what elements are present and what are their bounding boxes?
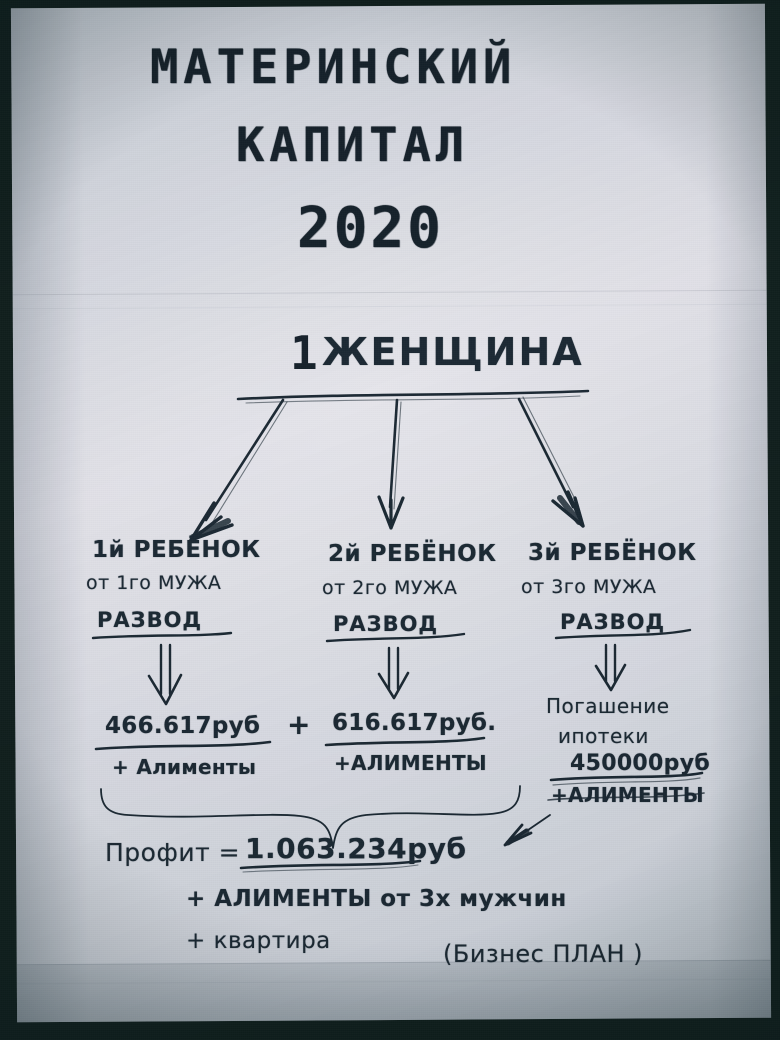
profit-label: Профит = (105, 838, 241, 867)
branch-3-child: 3й РЕБЁНОК (528, 540, 697, 566)
title-line-1: МАТЕРИНСКИЙ (150, 40, 517, 95)
paper-left-shadow (10, 7, 90, 1023)
branch-2-payout: 616.617руб. (332, 710, 497, 736)
branch-2-child: 2й РЕБЁНОК (328, 541, 497, 567)
branch-3-event: РАЗВОД (560, 610, 666, 634)
branch-3-payout-line-1: Погашение (546, 694, 670, 718)
title-line-3-year: 2020 (297, 196, 444, 261)
branch-1-event: РАЗВОД (97, 608, 203, 632)
paper-bottom-shadow (16, 959, 772, 1023)
branch-3-payout-line-3: 450000руб (570, 751, 710, 776)
paper-right-shadow (704, 3, 772, 1019)
branch-2-extra: +АЛИМЕНТЫ (334, 751, 487, 775)
profit-note-alimony: + АЛИМЕНТЫ от 3х мужчин (186, 886, 567, 912)
profit-value: 1.063.234руб (245, 832, 467, 865)
plus-operator: + (287, 708, 311, 741)
business-plan-caption: (Бизнес ПЛАН ) (443, 940, 644, 968)
root-count: 1 (290, 326, 318, 380)
root-label: ЖЕНЩИНА (322, 330, 584, 374)
branch-2-event: РАЗВОД (333, 612, 439, 636)
branch-3-father: от 3го МУЖА (521, 576, 657, 598)
branch-3-payout-line-2: ипотеки (558, 724, 649, 748)
paper-crease (12, 289, 767, 296)
profit-note-apartment: + квартира (186, 928, 331, 954)
branch-1-child: 1й РЕБЁНОК (92, 537, 261, 563)
branch-1-extra: + Алименты (112, 755, 257, 779)
branch-1-father: от 1го МУЖА (86, 572, 222, 594)
branch-1-payout: 466.617руб (105, 713, 261, 739)
branch-2-father: от 2го МУЖА (322, 577, 458, 599)
title-line-2: КАПИТАЛ (236, 118, 470, 173)
branch-3-extra: +АЛИМЕНТЫ (551, 783, 704, 807)
paper-crease (12, 303, 767, 310)
